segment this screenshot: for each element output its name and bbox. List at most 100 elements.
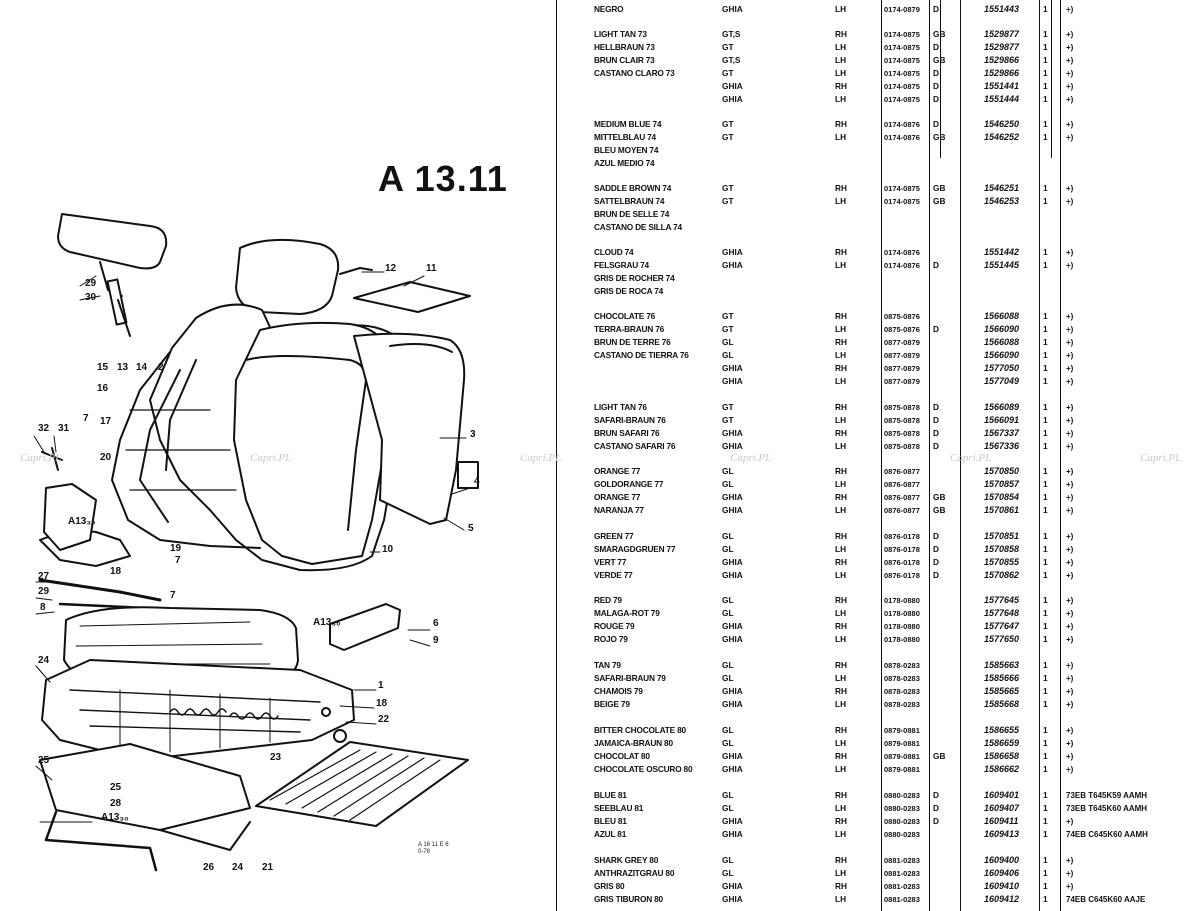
cell-range: 0876-0877 [884, 493, 920, 502]
cell-model: GT [722, 196, 734, 206]
cell-side: LH [835, 479, 847, 489]
cell-range: 0174-0875 [884, 184, 920, 193]
cell-name: MITTELBLAU 74 [594, 132, 656, 142]
cell-code: D [933, 790, 939, 800]
cell-side: LH [835, 894, 847, 904]
cell-note: +) [1066, 120, 1074, 129]
cell-name: BLEU 81 [594, 816, 627, 826]
cell-range: 0878-0283 [884, 700, 920, 709]
cell-model: GHIA [722, 4, 743, 14]
cell-name: CHOCOLATE OSCURO 80 [594, 764, 693, 774]
cell-part: 1609413 [984, 829, 1020, 839]
cell-part: 1577648 [984, 608, 1020, 618]
cell-note: +) [1066, 30, 1074, 39]
cell-name: BEIGE 79 [594, 699, 630, 709]
cell-side: LH [835, 55, 847, 65]
cell-range: 0878-0283 [884, 674, 920, 683]
cell-note: +) [1066, 635, 1074, 644]
cell-range: 0174-0879 [884, 5, 920, 14]
cell-range: 0174-0875 [884, 56, 920, 65]
cell-qty: 1 [1043, 68, 1048, 78]
drawing-reference-line: A 16 11 E 6 [418, 842, 449, 848]
cell-range: 0876-0178 [884, 571, 920, 580]
cell-name: GRIS DE ROCA 74 [594, 286, 664, 296]
column-divider [1060, 0, 1061, 911]
cell-note: +) [1066, 442, 1074, 451]
cell-side: LH [835, 544, 847, 554]
cell-model: GL [722, 466, 734, 476]
callout-label: 7 [175, 555, 181, 566]
cell-range: 0880-0283 [884, 817, 920, 826]
cell-side: LH [835, 68, 847, 78]
cell-side: RH [835, 686, 847, 696]
drawing-reference: A 16 11 E 6 0-78 [418, 842, 449, 856]
cell-name: CASTANO SAFARI 76 [594, 441, 676, 451]
cell-side: LH [835, 42, 847, 52]
cell-code: D [933, 81, 939, 91]
cell-part: 1566088 [984, 311, 1020, 321]
cell-model: GT [722, 415, 734, 425]
cell-qty: 1 [1043, 505, 1048, 515]
cell-name: ANTHRAZITGRAU 80 [594, 868, 675, 878]
callout-label: 28 [110, 798, 122, 809]
cell-range: 0879-0881 [884, 752, 920, 761]
cell-side: RH [835, 247, 847, 257]
cell-part: 1577645 [984, 595, 1020, 605]
cell-range: 0875-0878 [884, 416, 920, 425]
cell-name: CHAMOIS 79 [594, 686, 643, 696]
cell-part: 1609411 [984, 816, 1019, 826]
cell-note: +) [1066, 545, 1074, 554]
cell-side: RH [835, 402, 847, 412]
callout-label: 29 [38, 586, 50, 597]
cell-name: SAFARI-BRAUN 79 [594, 673, 666, 683]
cell-name: AZUL 81 [594, 829, 627, 839]
cell-range: 0178-0880 [884, 596, 920, 605]
cell-qty: 1 [1043, 829, 1048, 839]
callout-label: 8 [40, 602, 46, 613]
cell-name: BRUN DE SELLE 74 [594, 209, 670, 219]
cell-part: 1546252 [984, 132, 1020, 142]
cell-note: 73EB T645K59 AAMH [1066, 791, 1148, 800]
cell-range: 0880-0283 [884, 791, 920, 800]
cell-part: 1567336 [984, 441, 1020, 451]
cell-name: ROJO 79 [594, 634, 628, 644]
cell-qty: 1 [1043, 260, 1048, 270]
cell-name: BRUN SAFARI 76 [594, 428, 660, 438]
cell-model: GL [722, 660, 734, 670]
callout-label: 5 [468, 523, 474, 534]
cell-note: +) [1066, 882, 1074, 891]
cell-side: LH [835, 324, 847, 334]
cell-part: 1585668 [984, 699, 1020, 709]
cell-qty: 1 [1043, 881, 1048, 891]
cell-name: TAN 79 [594, 660, 621, 670]
cell-part: 1586658 [984, 751, 1020, 761]
cell-model: GHIA [722, 441, 743, 451]
cell-note: +) [1066, 752, 1074, 761]
cell-name: NEGRO [594, 4, 624, 14]
cell-range: 0881-0283 [884, 895, 920, 904]
cell-range: 0174-0876 [884, 248, 920, 257]
callout-label: 26 [203, 862, 215, 873]
cell-note: +) [1066, 661, 1074, 670]
cell-part: 1570854 [984, 492, 1020, 502]
callout-label: 7 [170, 590, 176, 601]
cell-qty: 1 [1043, 247, 1048, 257]
cell-note: +) [1066, 312, 1074, 321]
cell-code: GB [933, 505, 946, 515]
cell-side: LH [835, 868, 847, 878]
cell-range: 0880-0283 [884, 804, 920, 813]
cell-name: VERDE 77 [594, 570, 633, 580]
cell-note: +) [1066, 429, 1074, 438]
cell-note: +) [1066, 82, 1074, 91]
